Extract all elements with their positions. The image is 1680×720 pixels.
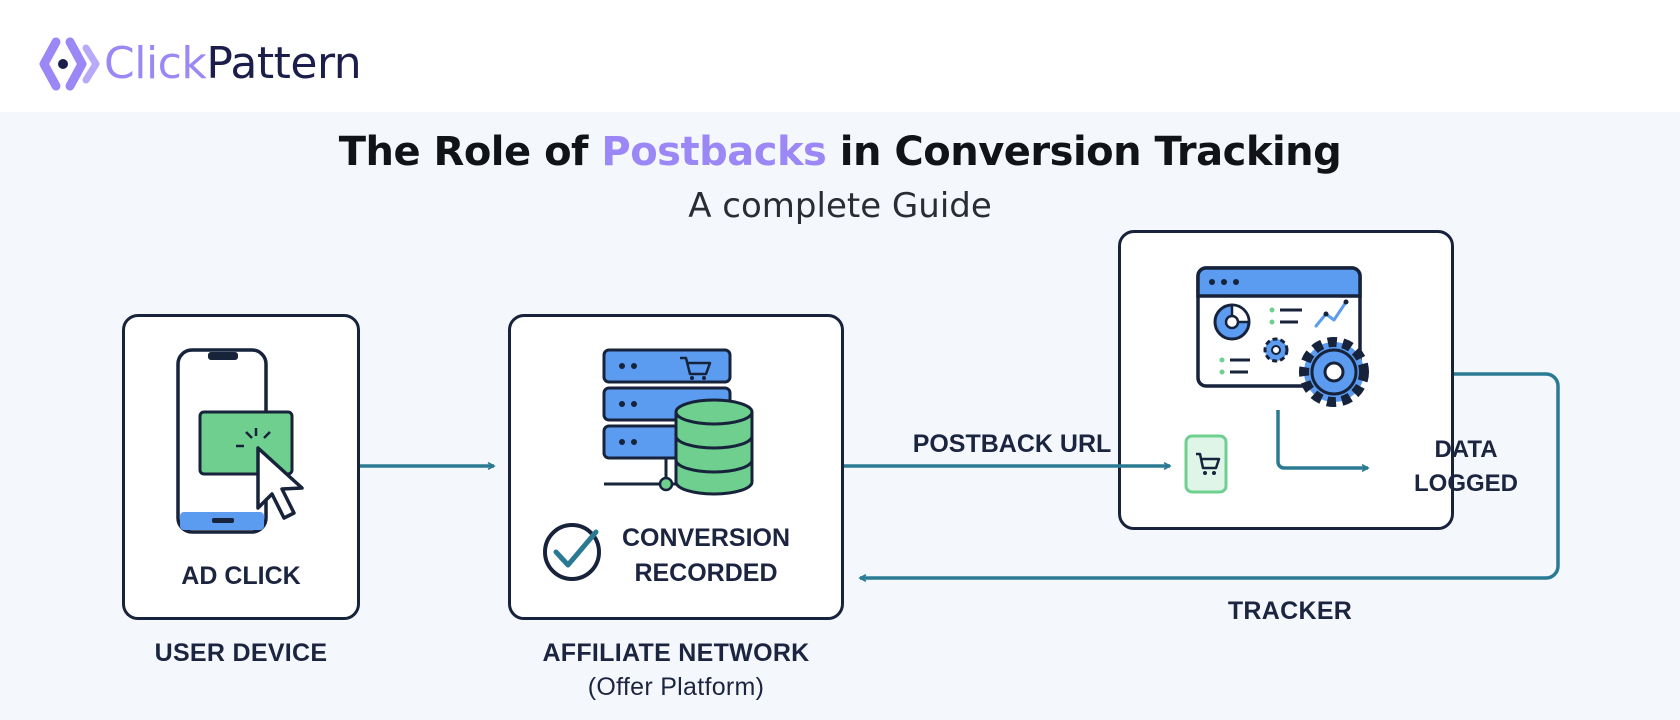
tracker-caption: TRACKER: [1227, 597, 1353, 625]
ad-click-label: AD CLICK: [181, 562, 300, 590]
brand-name: ClickPattern: [104, 36, 362, 92]
page-title: The Role of Postbacks in Conversion Trac…: [0, 124, 1680, 180]
check-circle-icon: [543, 523, 601, 581]
header-band: [0, 0, 1680, 112]
title-highlight: Postbacks: [601, 129, 827, 175]
cursor-icon: [256, 446, 304, 520]
brand-part-2: Pattern: [206, 38, 362, 89]
conversion-status-line-2: RECORDED: [634, 559, 777, 587]
arrow-to-data-logged: [1276, 410, 1368, 468]
conversion-status-line-1: CONVERSION: [622, 524, 790, 552]
affiliate-network-caption: AFFILIATE NETWORK: [542, 639, 810, 667]
gear-icon: [1299, 337, 1369, 407]
user-device-caption: USER DEVICE: [154, 639, 328, 667]
title-suffix: in Conversion Tracking: [826, 129, 1342, 175]
database-icon: [674, 398, 754, 496]
list-lines-icon: [1219, 307, 1302, 375]
page-subtitle: A complete Guide: [688, 186, 992, 226]
data-logged-line-1: DATA: [1434, 436, 1497, 463]
title-prefix: The Role of: [338, 129, 602, 175]
data-logged-line-2: LOGGED: [1414, 470, 1518, 497]
shopping-cart-icon: [680, 356, 712, 380]
small-gear-icon: [1263, 337, 1289, 363]
pie-chart-icon: [1213, 303, 1251, 341]
postback-url-label: POSTBACK URL: [913, 430, 1112, 458]
clickpattern-logo-icon: [39, 37, 100, 91]
arrow-tracker-to-network: [860, 372, 1560, 578]
brand-part-1: Click: [104, 38, 207, 89]
affiliate-network-subcaption: (Offer Platform): [587, 673, 765, 701]
line-graph-icon: [1314, 299, 1349, 328]
cart-badge-icon: [1184, 434, 1228, 494]
